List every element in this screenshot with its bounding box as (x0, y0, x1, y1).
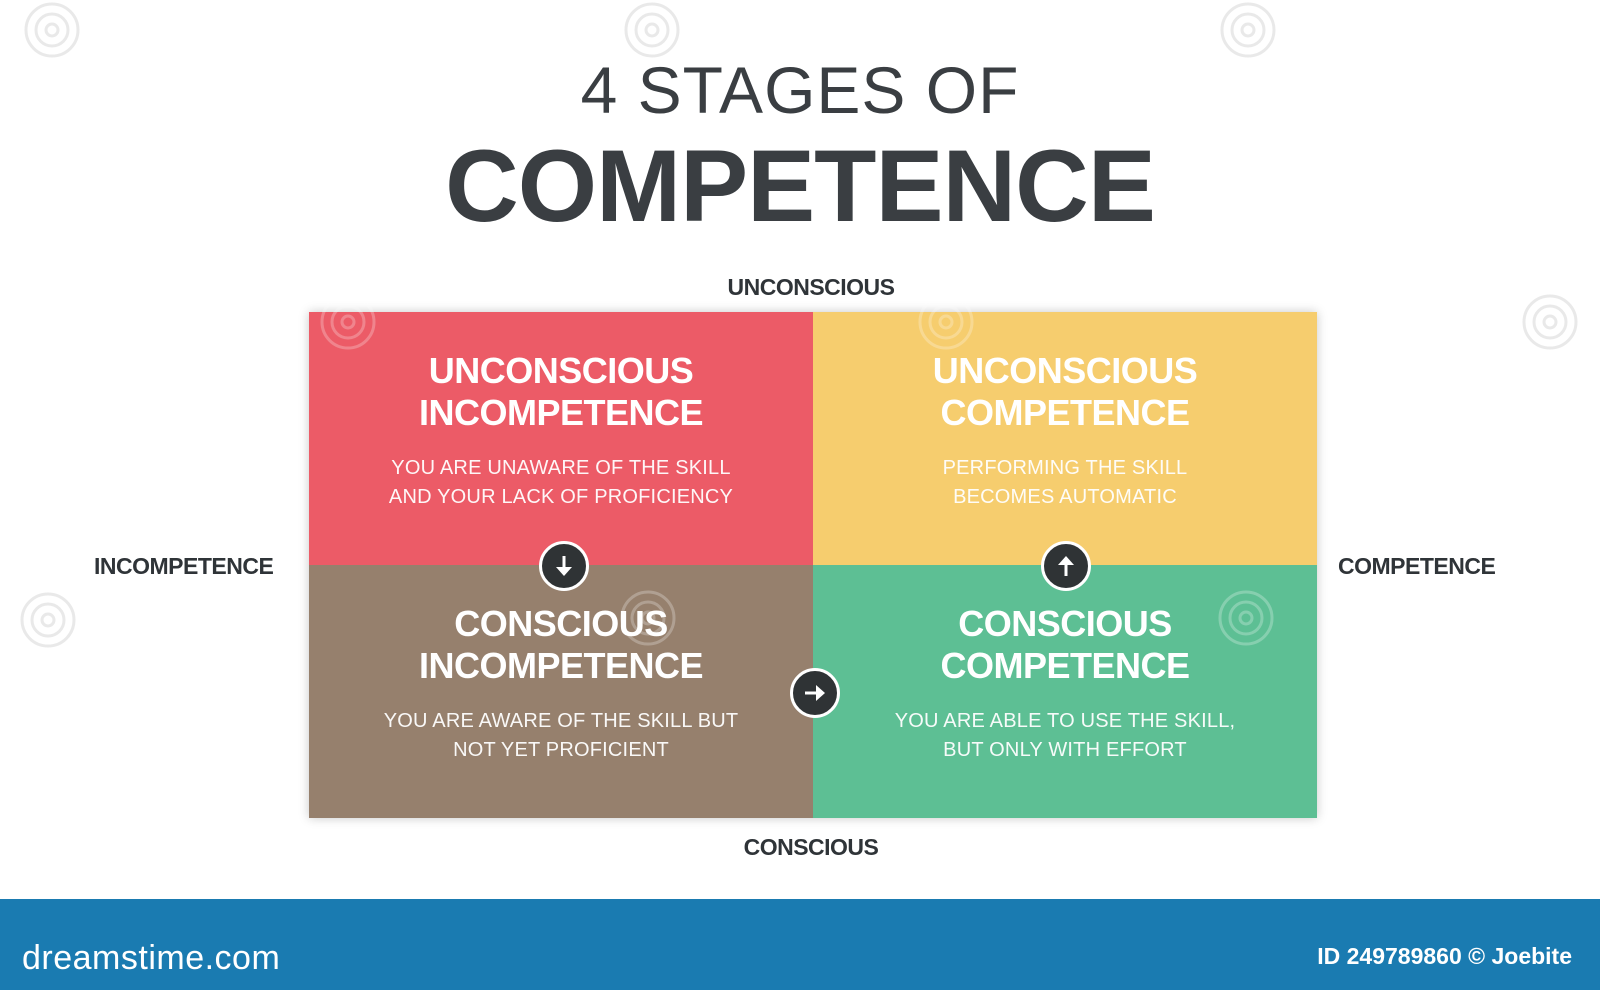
axis-label-left: INCOMPETENCE (94, 553, 274, 579)
watermark-swirl-icon (918, 294, 974, 350)
arrow-right-icon (790, 668, 840, 718)
axis-label-right: COMPETENCE (1338, 553, 1496, 579)
watermark-swirl-icon (1218, 590, 1274, 646)
image-credit: ID 249789860 © Joebite (1317, 943, 1572, 969)
quadrant-description: YOU ARE AWARE OF THE SKILL BUT NOT YET P… (384, 707, 739, 765)
brand-logo: dreamstime.com (22, 939, 281, 977)
watermark-swirl-icon (1522, 294, 1578, 350)
competence-matrix: UNCONSCIOUS INCOMPETENCE YOU ARE UNAWARE… (309, 312, 1317, 818)
title-line-2: COMPETENCE (445, 129, 1156, 243)
quadrant-description-line: NOT YET PROFICIENT (453, 739, 669, 761)
quadrant-title-line: UNCONSCIOUS (428, 350, 694, 391)
axis-label-top: UNCONSCIOUS (727, 274, 895, 300)
quadrant-description-line: YOU ARE UNAWARE OF THE SKILL (391, 457, 731, 479)
quadrant-conscious-competence: CONSCIOUS COMPETENCE YOU ARE ABLE TO USE… (813, 565, 1317, 818)
quadrant-description-line: YOU ARE AWARE OF THE SKILL BUT (383, 710, 739, 732)
quadrant-title-line: INCOMPETENCE (418, 392, 704, 433)
quadrant-description: YOU ARE ABLE TO USE THE SKILL, BUT ONLY … (895, 707, 1236, 765)
arrow-down-icon (539, 541, 589, 591)
quadrant-description-line: BECOMES AUTOMATIC (953, 486, 1177, 508)
arrow-up-icon (1041, 541, 1091, 591)
title-line-1: 4 STAGES OF (580, 53, 1020, 127)
quadrant-description: PERFORMING THE SKILL BECOMES AUTOMATIC (943, 454, 1188, 512)
watermark-swirl-icon (320, 294, 376, 350)
quadrant-title: CONSCIOUS INCOMPETENCE (418, 603, 704, 687)
footer-bar: dreamstime.com ID 249789860 © Joebite (0, 899, 1600, 990)
quadrant-title: CONSCIOUS COMPETENCE (940, 603, 1190, 687)
watermark-swirl-icon (24, 2, 80, 58)
quadrant-unconscious-incompetence: UNCONSCIOUS INCOMPETENCE YOU ARE UNAWARE… (309, 312, 813, 565)
watermark-swirl-icon (20, 592, 76, 648)
quadrant-description-line: BUT ONLY WITH EFFORT (943, 739, 1187, 761)
watermark-swirl-icon (620, 590, 676, 646)
quadrant-description-line: YOU ARE ABLE TO USE THE SKILL, (894, 710, 1236, 732)
quadrant-title-line: COMPETENCE (940, 645, 1190, 686)
quadrant-title: UNCONSCIOUS INCOMPETENCE (418, 350, 704, 434)
quadrant-title-line: COMPETENCE (940, 392, 1190, 433)
quadrant-title-line: INCOMPETENCE (418, 645, 704, 686)
quadrant-title-line: UNCONSCIOUS (932, 350, 1198, 391)
quadrant-description: YOU ARE UNAWARE OF THE SKILL AND YOUR LA… (389, 454, 733, 512)
quadrant-title-line: CONSCIOUS (958, 603, 1172, 644)
quadrant-conscious-incompetence: CONSCIOUS INCOMPETENCE YOU ARE AWARE OF … (309, 565, 813, 818)
quadrant-description-line: PERFORMING THE SKILL (942, 457, 1188, 479)
watermark-swirl-icon (624, 2, 680, 58)
quadrant-title-line: CONSCIOUS (454, 603, 668, 644)
quadrant-description-line: AND YOUR LACK OF PROFICIENCY (388, 486, 734, 508)
quadrant-unconscious-competence: UNCONSCIOUS COMPETENCE PERFORMING THE SK… (813, 312, 1317, 565)
quadrant-title: UNCONSCIOUS COMPETENCE (933, 350, 1198, 434)
watermark-swirl-icon (1220, 2, 1276, 58)
axis-label-bottom: CONSCIOUS (743, 834, 879, 860)
